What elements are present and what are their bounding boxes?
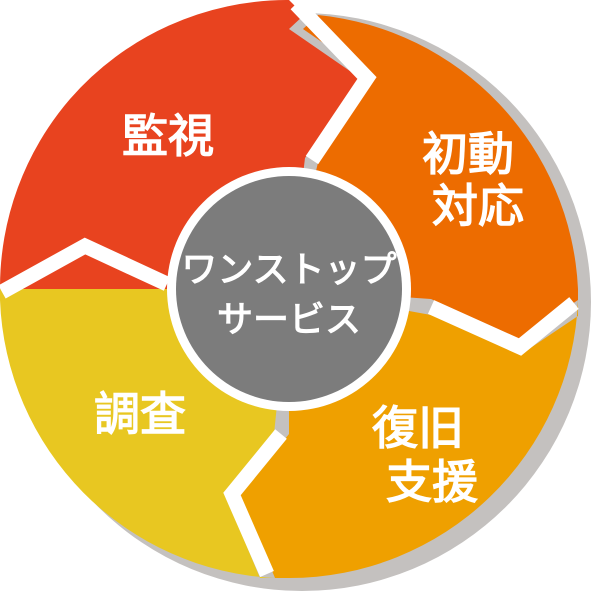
segment-initial-response-label: 初動 対応 xyxy=(422,128,524,232)
label-initial-response-line-1: 初動 xyxy=(422,128,514,180)
divider-chevron-bottom xyxy=(223,429,287,578)
label-hub-line-2: サービス xyxy=(217,299,361,340)
segment-monitoring-label: 監視 xyxy=(122,110,214,162)
segment-investigation-label: 調査 xyxy=(94,388,186,440)
label-investigation-line-1: 調査 xyxy=(94,388,186,440)
label-monitoring-line-1: 監視 xyxy=(122,110,214,162)
divider-chevron-right xyxy=(427,297,579,356)
hub-label: ワンストップ サービス xyxy=(181,249,396,340)
divider-chevron-top xyxy=(290,0,377,165)
label-initial-response-line-2: 対応 xyxy=(432,180,524,232)
divider-group xyxy=(0,0,579,578)
segment-recovery-support-label: 復旧 支援 xyxy=(371,402,479,508)
label-hub-line-1: ワンストップ xyxy=(181,249,396,290)
label-recovery-support-line-2: 支援 xyxy=(386,456,479,508)
divider-chevron-left xyxy=(0,237,171,299)
hub-circle[interactable] xyxy=(176,176,402,402)
label-recovery-support-line-1: 復旧 xyxy=(371,402,464,454)
